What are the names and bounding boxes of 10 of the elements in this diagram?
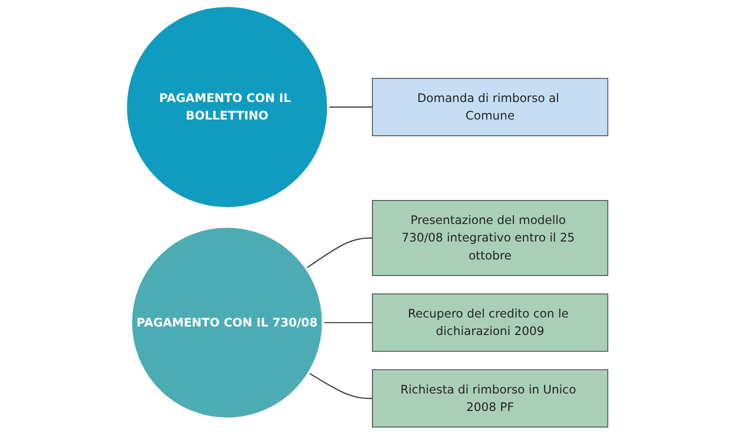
node-box: Recupero del credito con le dichiarazioni 2009 [372, 294, 608, 352]
node-box: Richiesta di rimborso in Unico 2008 PF [372, 369, 608, 428]
connector [322, 322, 372, 324]
node-box: Domanda di rimborso al Comune [372, 78, 608, 136]
node-circle: PAGAMENTO CON IL BOLLETTINO [124, 4, 329, 210]
connector [308, 372, 372, 399]
node-circle: PAGAMENTO CON IL 730/08 [130, 226, 324, 420]
connector [328, 106, 372, 108]
connector [306, 237, 372, 269]
node-box: Presentazione del modello 730/08 integrativo entro il 25 ottobre [372, 200, 608, 276]
